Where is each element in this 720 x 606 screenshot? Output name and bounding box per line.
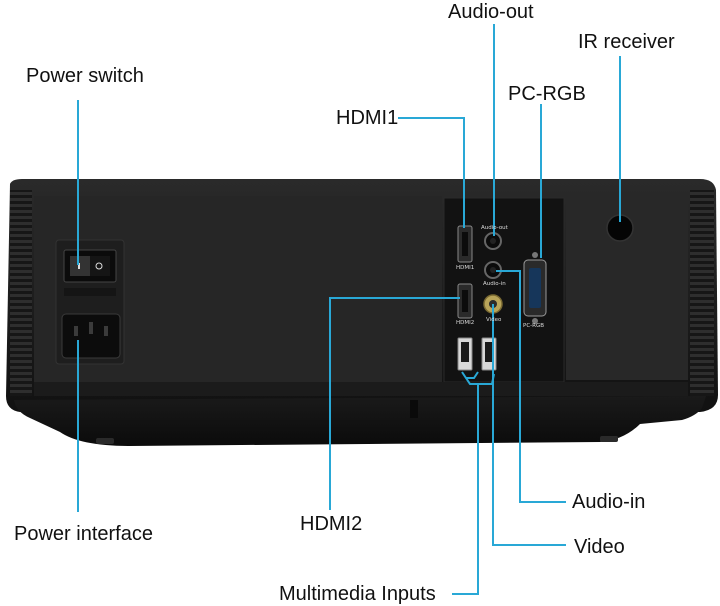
hdmi2-callout-line (329, 297, 460, 510)
port-label-pc-rgb: PC-RGB (523, 323, 544, 329)
audio-in-label: Audio-in (572, 491, 646, 513)
port-label-hdmi1: HDMI1 (456, 265, 475, 271)
multimedia-callout-line (452, 371, 495, 595)
video-label: Video (574, 536, 625, 558)
ir-receiver-label: IR receiver (578, 31, 675, 53)
audio-in-callout-line (496, 270, 566, 503)
port-cluster (457, 225, 547, 371)
multimedia-inputs-label: Multimedia Inputs (279, 583, 436, 605)
port-label-video: Video (486, 317, 502, 323)
video-callout-line (492, 304, 566, 546)
hdmi1-label: HDMI1 (336, 107, 399, 129)
power-switch-label: Power switch (26, 65, 144, 87)
power-interface-label: Power interface (14, 523, 153, 545)
port-label-audio-out: Audio-out (481, 225, 508, 231)
power-module (55, 239, 125, 365)
port-label-audio-in: Audio-in (483, 281, 506, 287)
hdmi2-label: HDMI2 (300, 513, 363, 535)
hdmi1-callout-line (398, 117, 465, 228)
audio-out-label: Audio-out (448, 1, 534, 23)
port-label-hdmi2: HDMI2 (456, 320, 475, 326)
callout-lines (77, 24, 621, 595)
power-socket (61, 313, 121, 359)
pc-rgb-label: PC-RGB (508, 83, 586, 105)
